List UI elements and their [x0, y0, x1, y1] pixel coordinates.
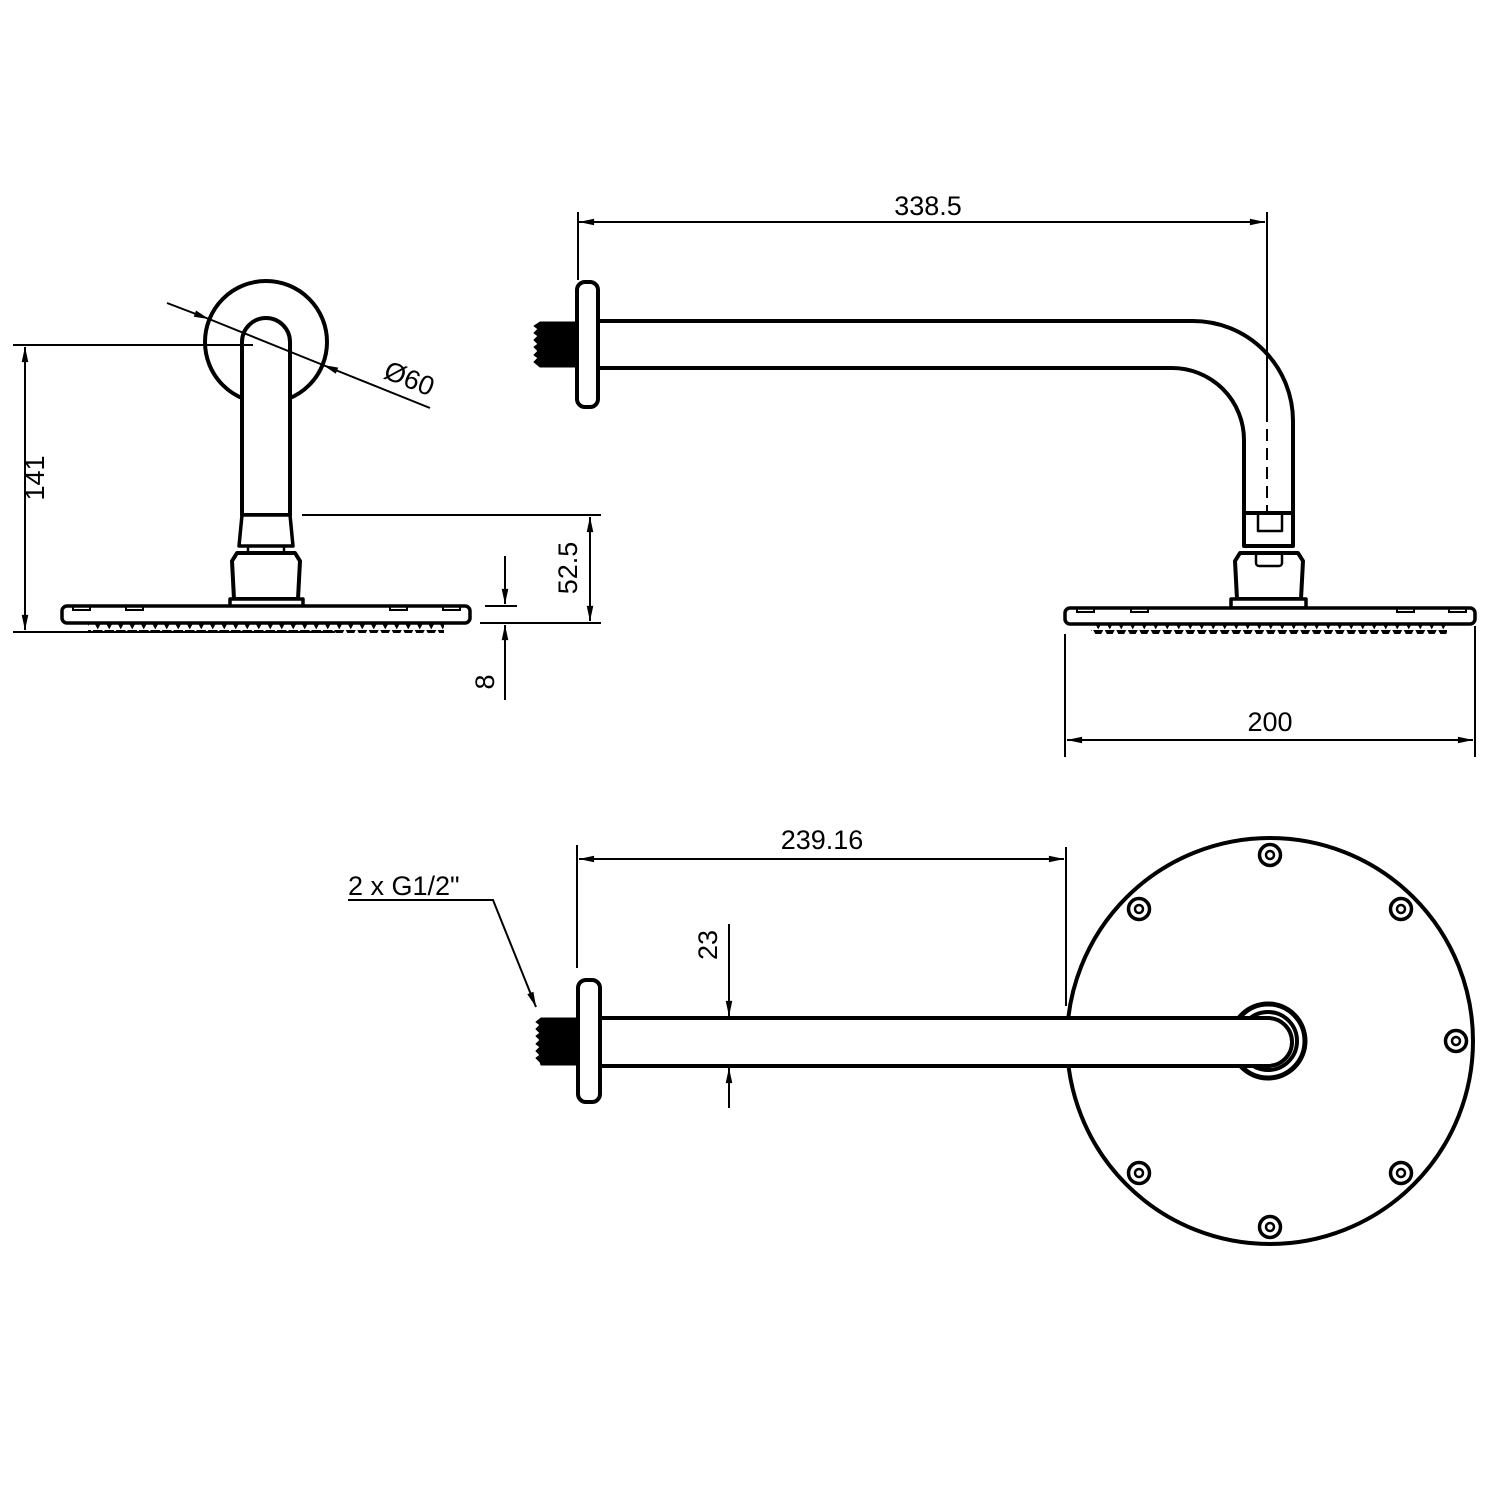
dimension-drop-height: 52.5: [302, 514, 601, 624]
dimension-plate-thickness: 8: [470, 556, 517, 700]
dim-text-23: 23: [693, 930, 723, 960]
face-screws: [1126, 842, 1469, 1240]
screw: [1257, 1214, 1283, 1240]
collar-notch: [1256, 513, 1284, 533]
head-plate-edge: [60, 604, 472, 625]
nozzle-serration: [1091, 624, 1447, 634]
thread-nipple-plan: [535, 1017, 579, 1066]
dim-text-8: 8: [470, 674, 500, 689]
swivel-nut: [1233, 551, 1305, 601]
wall-flange-plan: [576, 978, 602, 1104]
shower-arm-plan: [598, 1016, 1294, 1068]
thread-size-callout: 2 x G1/2": [348, 871, 537, 1008]
screw: [1388, 896, 1414, 922]
down-pipe: [240, 316, 292, 517]
arm-collar: [1242, 511, 1295, 548]
dim-text-141: 141: [20, 455, 50, 500]
plate-top-ticks: [72, 606, 461, 611]
dimension-arm-width: 23: [693, 924, 733, 1108]
dim-text-52-5: 52.5: [553, 542, 583, 595]
thread-nipple: [533, 321, 578, 368]
dim-text-338-5: 338.5: [894, 191, 962, 221]
end-view: [60, 279, 472, 633]
swivel-nut: [230, 551, 302, 601]
screw: [1388, 1160, 1414, 1186]
dimension-arm-reach: 239.16: [576, 825, 1067, 1006]
dim-text-d60: Ø60: [380, 355, 439, 402]
screw: [1126, 896, 1152, 922]
shower-arm: [596, 319, 1295, 515]
screw: [1257, 842, 1283, 868]
dimension-head-diameter: 200: [1064, 626, 1476, 757]
thread-label-text: 2 x G1/2": [348, 871, 460, 901]
dim-text-200: 200: [1247, 707, 1292, 737]
plan-view: [535, 836, 1475, 1246]
dim-text-239-16: 239.16: [781, 825, 864, 855]
pipe-collar: [237, 513, 295, 548]
plate-top-ticks: [1076, 608, 1467, 613]
nut-notch: [1254, 551, 1284, 568]
screw: [1126, 1160, 1152, 1186]
dimension-arm-length: 338.5: [577, 191, 1268, 410]
nozzle-serration: [88, 623, 444, 633]
wall-flange: [575, 280, 600, 409]
screw: [1443, 1028, 1469, 1054]
dimension-overall-height: 141: [13, 344, 335, 633]
side-view: [533, 280, 1477, 634]
